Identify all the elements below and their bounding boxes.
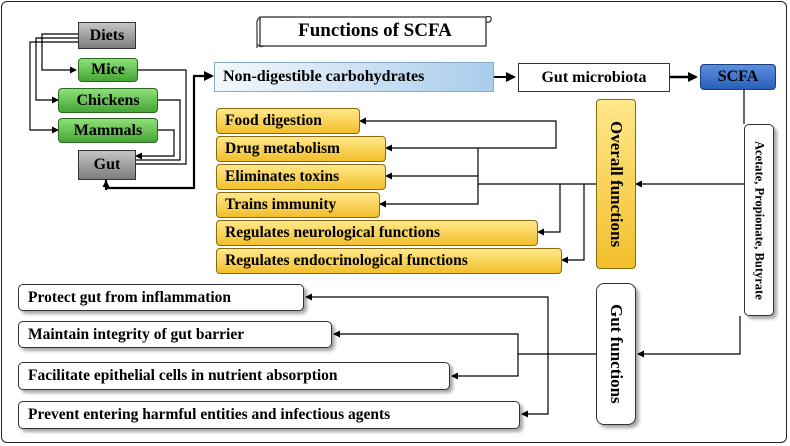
scfa-types-box: Acetate, Propionate, Butyrate (744, 124, 774, 316)
types-to-gut-functions-arrow (637, 316, 741, 358)
gut-item-protect-inflammation: Protect gut from inflammation (18, 284, 304, 311)
scroll-banner-icon (256, 15, 492, 48)
page-title: Functions of SCFA (298, 20, 452, 41)
overall-to-endocrinological-arrow (561, 184, 585, 264)
gut-to-facilitate-arrow (451, 354, 519, 380)
gut-to-prevent-arrow (521, 354, 549, 418)
scfa-types-label: Acetate, Propionate, Butyrate (752, 140, 767, 300)
gut-item-prevent-harmful: Prevent entering harmful entities and in… (18, 401, 520, 429)
overall-item-neurological: Regulates neurological functions (216, 220, 538, 246)
gut-item-maintain-barrier: Maintain integrity of gut barrier (18, 321, 332, 348)
diets-box: Diets (78, 22, 136, 49)
overall-item-eliminates-toxins: Eliminates toxins (216, 164, 386, 190)
overall-functions-label: Overall functions (607, 120, 626, 248)
chickens-box: Chickens (58, 88, 158, 113)
gut-to-maintain-arrow (333, 330, 548, 355)
diets-to-chickens-line (35, 37, 78, 104)
gut-item-nutrient-absorption: Facilitate epithelial cells in nutrient … (18, 362, 450, 390)
overall-functions-box: Overall functions (596, 99, 636, 269)
mice-to-gut-line (136, 69, 187, 165)
scfa-box: SCFA (700, 64, 776, 90)
gut-functions-box: Gut functions (596, 283, 636, 425)
overall-trunk-line (477, 148, 596, 185)
gut-box: Gut (78, 150, 136, 180)
mice-box: Mice (78, 58, 138, 82)
mammals-box: Mammals (58, 118, 158, 143)
title-banner: Functions of SCFA (256, 14, 494, 48)
overall-to-neurological-arrow (537, 184, 561, 236)
carbohydrates-box: Non-digestible carbohydrates (214, 62, 494, 92)
chickens-to-gut-line (136, 99, 181, 161)
microbiota-box: Gut microbiota (518, 63, 670, 92)
overall-item-trains-immunity: Trains immunity (216, 192, 380, 218)
overall-to-food-digestion-arrow (359, 117, 557, 149)
gut-to-protect-arrow (305, 293, 549, 354)
overall-item-food-digestion: Food digestion (216, 108, 360, 134)
gut-functions-label: Gut functions (607, 304, 626, 404)
overall-to-trains-immunity-arrow (379, 184, 479, 208)
diets-to-mice-line (41, 33, 78, 74)
mammals-to-gut-line (135, 129, 175, 160)
diets-to-mammals-line (29, 41, 78, 134)
overall-item-drug-metabolism: Drug metabolism (216, 136, 386, 162)
overall-item-endocrinological: Regulates endocrinological functions (216, 248, 562, 274)
